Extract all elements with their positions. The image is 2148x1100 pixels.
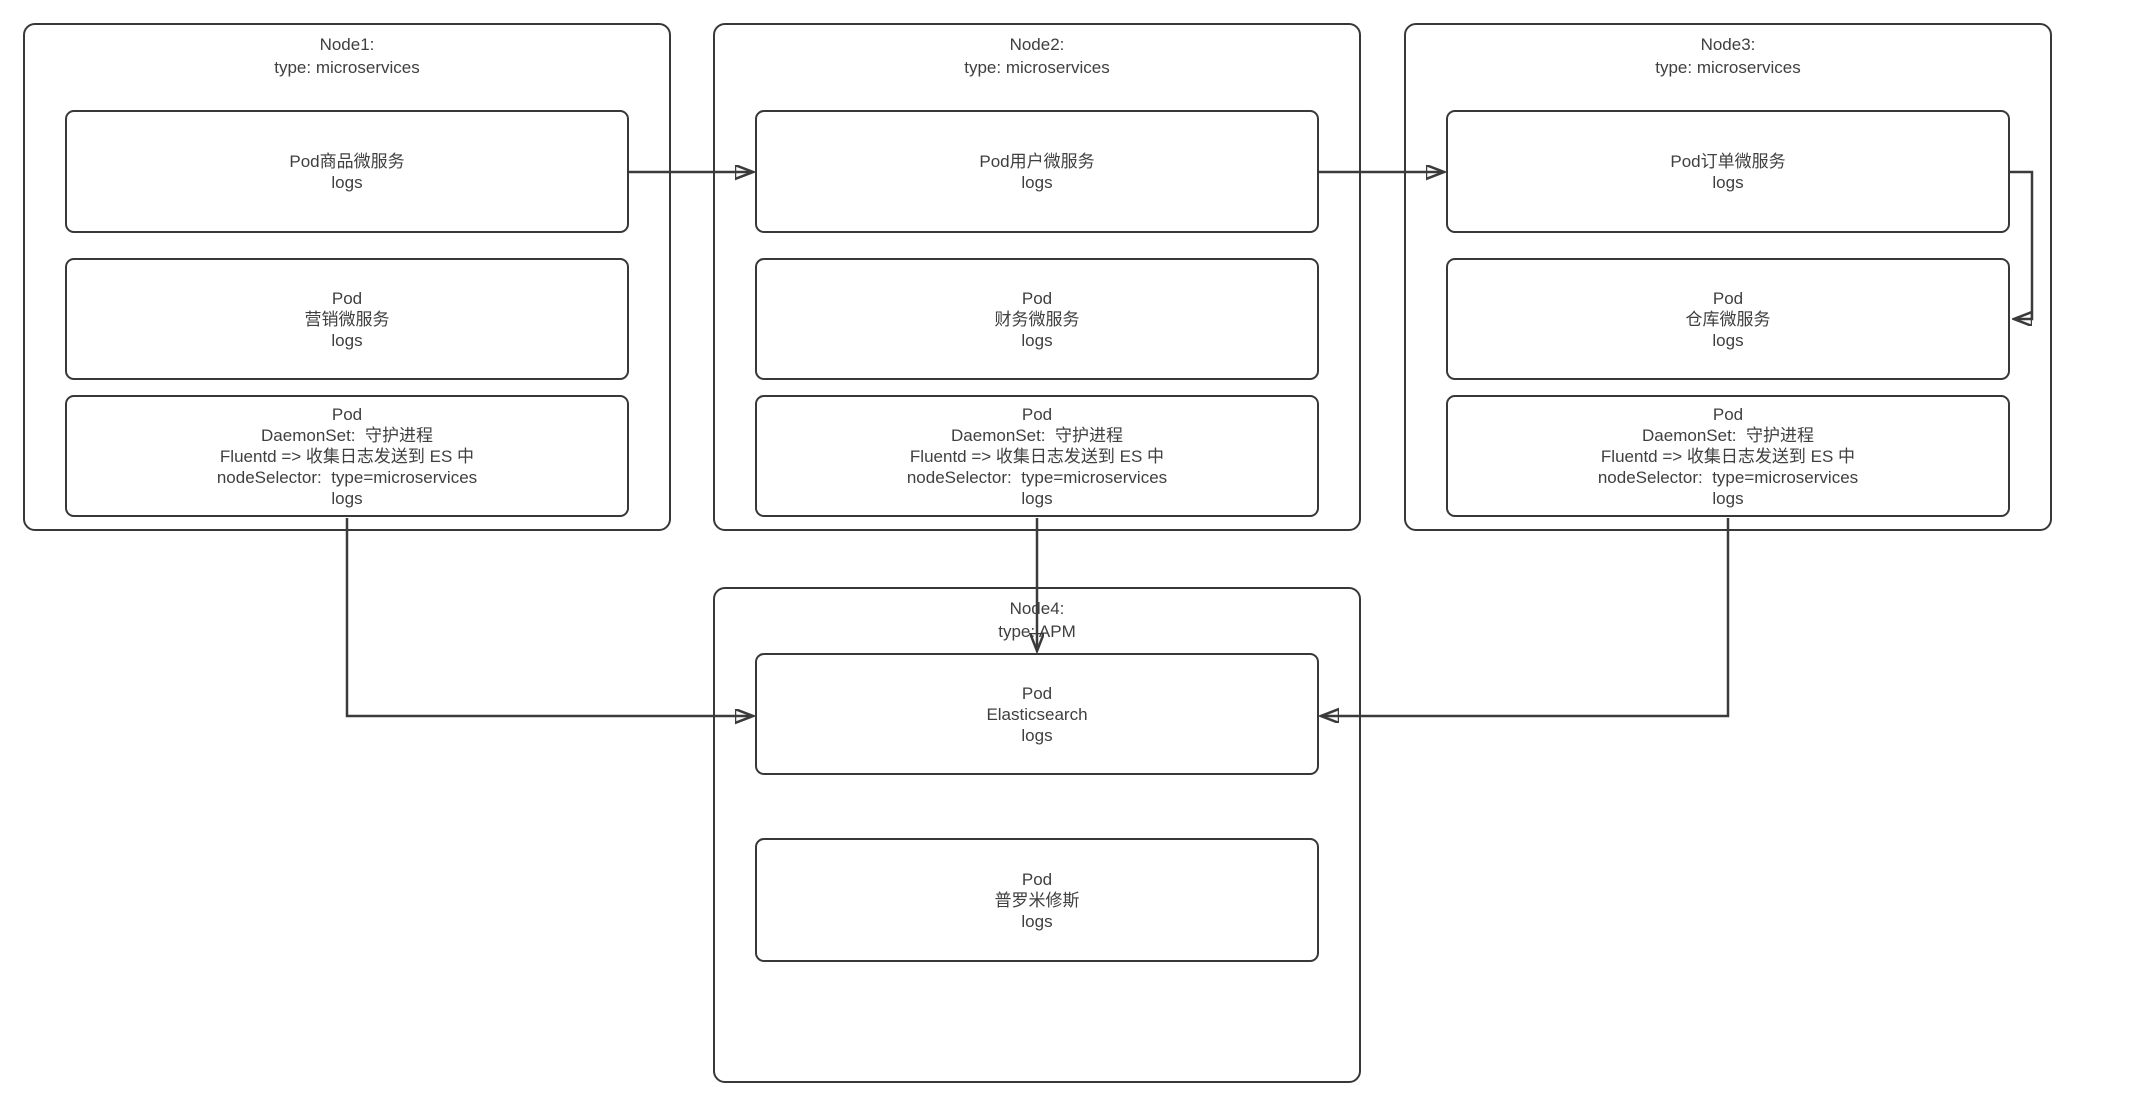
pod-order-service: Pod订单微服务 logs <box>1446 110 2010 233</box>
pod-finance-service: Pod 财务微服务 logs <box>755 258 1319 380</box>
node4-box: Node4: type: APM Pod Elasticsearch logs … <box>713 587 1361 1083</box>
pod-product-service-label: Pod商品微服务 logs <box>289 151 405 192</box>
pod-finance-service-label: Pod 财务微服务 logs <box>994 288 1080 350</box>
arrow-node1-daemonset-to-elasticsearch <box>345 518 751 716</box>
pod-warehouse-service-label: Pod 仓库微服务 logs <box>1685 288 1771 350</box>
node3-box: Node3: type: microservices Pod订单微服务 logs… <box>1404 23 2052 531</box>
node1-title: Node1: type: microservices <box>274 35 420 77</box>
node4-title: Node4: type: APM <box>998 599 1076 641</box>
pod-marketing-service-label: Pod 营销微服务 logs <box>304 288 390 350</box>
pod-daemonset-fluentd-node2-label: Pod DaemonSet: 守护进程 Fluentd => 收集日志发送到 E… <box>906 404 1168 508</box>
pod-user-service-label: Pod用户微服务 logs <box>979 151 1095 192</box>
arrow-node3-daemonset-to-elasticsearch <box>1323 518 1730 716</box>
pod-prometheus-label: Pod 普罗米修斯 logs <box>994 869 1080 931</box>
pod-elasticsearch-label: Pod Elasticsearch logs <box>986 683 1088 745</box>
node2-title: Node2: type: microservices <box>964 35 1110 77</box>
pod-user-service: Pod用户微服务 logs <box>755 110 1319 233</box>
pod-warehouse-service: Pod 仓库微服务 logs <box>1446 258 2010 380</box>
pod-marketing-service: Pod 营销微服务 logs <box>65 258 629 380</box>
node1-box: Node1: type: microservices Pod商品微服务 logs… <box>23 23 671 531</box>
pod-daemonset-fluentd-node1: Pod DaemonSet: 守护进程 Fluentd => 收集日志发送到 E… <box>65 395 629 517</box>
pod-daemonset-fluentd-node2: Pod DaemonSet: 守护进程 Fluentd => 收集日志发送到 E… <box>755 395 1319 517</box>
pod-prometheus: Pod 普罗米修斯 logs <box>755 838 1319 962</box>
pod-product-service: Pod商品微服务 logs <box>65 110 629 233</box>
pod-elasticsearch: Pod Elasticsearch logs <box>755 653 1319 775</box>
pod-daemonset-fluentd-node1-label: Pod DaemonSet: 守护进程 Fluentd => 收集日志发送到 E… <box>216 404 478 508</box>
pod-daemonset-fluentd-node3-label: Pod DaemonSet: 守护进程 Fluentd => 收集日志发送到 E… <box>1597 404 1859 508</box>
pod-order-service-label: Pod订单微服务 logs <box>1670 151 1786 192</box>
node3-title: Node3: type: microservices <box>1655 35 1801 77</box>
pod-daemonset-fluentd-node3: Pod DaemonSet: 守护进程 Fluentd => 收集日志发送到 E… <box>1446 395 2010 517</box>
node2-box: Node2: type: microservices Pod用户微服务 logs… <box>713 23 1361 531</box>
